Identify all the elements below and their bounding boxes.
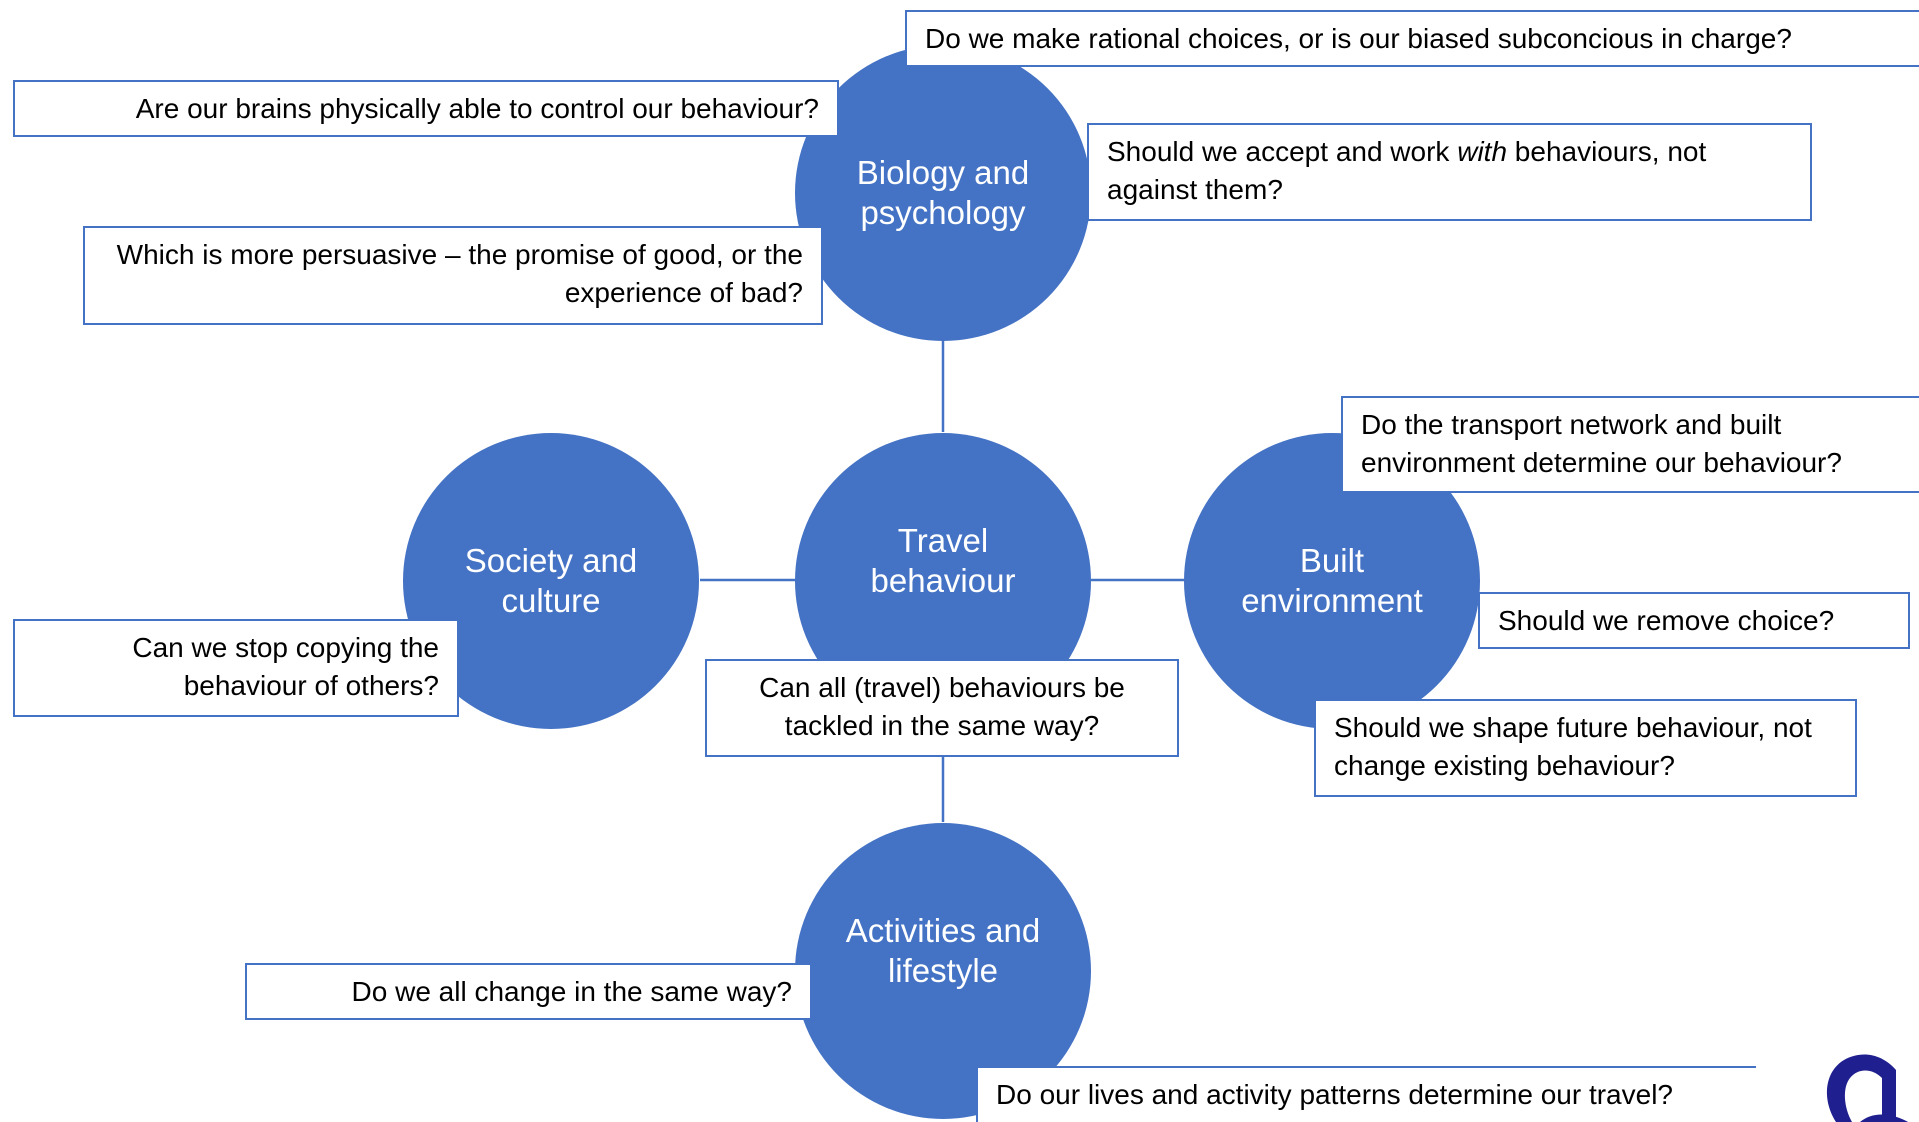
node-society-culture-label: Society and culture	[464, 541, 638, 619]
node-built-environment-label: Built environment	[1241, 541, 1423, 619]
organisation-logo-icon	[1826, 1054, 1908, 1122]
node-activities-lifestyle-label: Activities and lifestyle	[845, 911, 1041, 989]
question-rational-choices: Do we make rational choices, or is our b…	[905, 10, 1919, 67]
node-activities-lifestyle: Activities and lifestyle	[795, 823, 1091, 1119]
question-copying-text: Can we stop copying the behaviour of oth…	[132, 632, 439, 701]
node-biology-psychology: Biology and psychology	[795, 45, 1091, 341]
question-transport-network-text: Do the transport network and built envir…	[1361, 409, 1842, 478]
question-persuasive: Which is more persuasive – the promise o…	[83, 226, 823, 325]
question-shape-future: Should we shape future behaviour, not ch…	[1314, 699, 1857, 797]
question-change-same-way: Do we all change in the same way?	[245, 963, 812, 1020]
question-rational-choices-text: Do we make rational choices, or is our b…	[925, 23, 1792, 54]
question-accept-work-emphasis: with	[1457, 136, 1508, 167]
question-accept-work-pre: Should we accept and work	[1107, 136, 1458, 167]
question-remove-choice: Should we remove choice?	[1478, 592, 1910, 649]
node-travel-behaviour-label: Travel behaviour	[870, 521, 1016, 599]
question-change-same-way-text: Do we all change in the same way?	[351, 976, 792, 1007]
question-brains-control-text: Are our brains physically able to contro…	[135, 93, 819, 124]
question-shape-future-text: Should we shape future behaviour, not ch…	[1334, 712, 1812, 781]
question-persuasive-text: Which is more persuasive – the promise o…	[116, 239, 803, 308]
question-tackled-same-way-text: Can all (travel) behaviours be tackled i…	[759, 672, 1125, 741]
question-remove-choice-text: Should we remove choice?	[1498, 605, 1835, 636]
question-transport-network: Do the transport network and built envir…	[1341, 396, 1919, 493]
question-accept-work-post: behaviours, not against them?	[1107, 136, 1707, 205]
node-society-culture: Society and culture	[403, 433, 699, 729]
question-brains-control: Are our brains physically able to contro…	[13, 80, 839, 137]
question-copying: Can we stop copying the behaviour of oth…	[13, 619, 459, 717]
question-lives-activity: Do our lives and activity patterns deter…	[976, 1066, 1756, 1122]
question-accept-work-with: Should we accept and work with behaviour…	[1087, 123, 1812, 221]
question-lives-activity-text: Do our lives and activity patterns deter…	[996, 1079, 1673, 1110]
question-tackled-same-way: Can all (travel) behaviours be tackled i…	[705, 659, 1179, 757]
node-biology-psychology-label: Biology and psychology	[856, 153, 1030, 231]
